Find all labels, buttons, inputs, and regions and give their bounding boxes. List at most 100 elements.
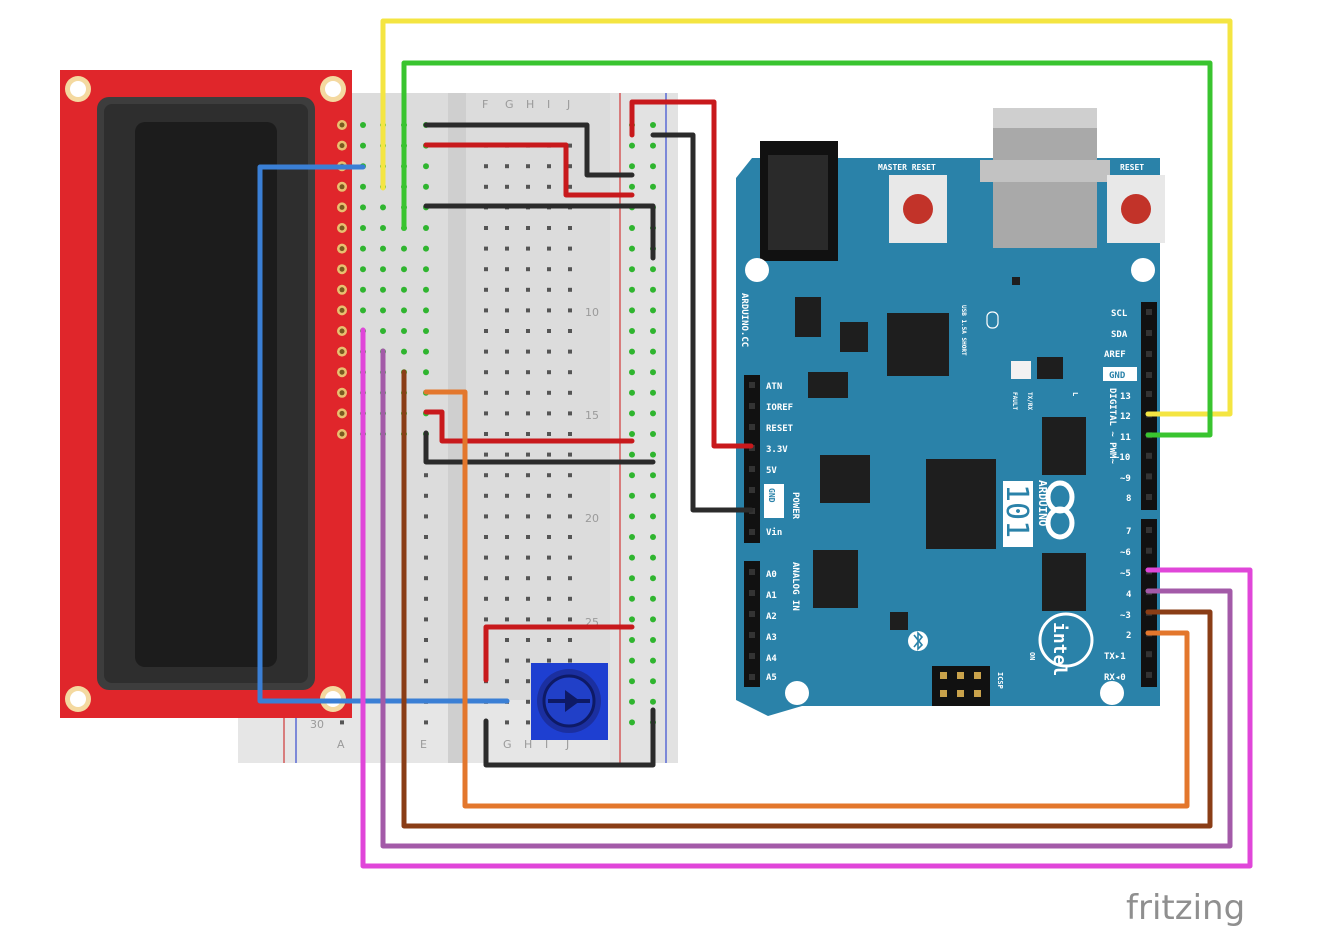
lcd-pin-hole bbox=[339, 328, 345, 334]
master-reset-button[interactable] bbox=[889, 175, 947, 243]
breadboard-hole bbox=[526, 452, 530, 457]
breadboard-hole bbox=[505, 164, 509, 169]
digital-pin-label: 11 bbox=[1120, 433, 1131, 443]
breadboard-hole-active bbox=[360, 142, 366, 149]
breadboard-hole-active bbox=[380, 204, 386, 211]
header-socket bbox=[1146, 309, 1152, 315]
breadboard-hole bbox=[526, 617, 530, 622]
breadboard-hole bbox=[424, 493, 428, 498]
breadboard-hole bbox=[505, 184, 509, 189]
wire-magenta bbox=[360, 327, 1253, 869]
breadboard-hole bbox=[547, 514, 551, 519]
breadboard-hole bbox=[505, 308, 509, 313]
bb-row-number: 20 bbox=[585, 512, 599, 525]
breadboard-hole bbox=[526, 638, 530, 642]
bb-col-letter: H bbox=[526, 98, 534, 111]
breadboard-hole-active bbox=[360, 245, 366, 252]
breadboard-hole bbox=[484, 411, 488, 416]
breadboard-hole bbox=[547, 287, 551, 292]
rail-hole bbox=[629, 637, 635, 643]
digital-pin-label: TX▸1 bbox=[1104, 652, 1126, 662]
breadboard-hole bbox=[547, 617, 551, 622]
breadboard-hole bbox=[526, 514, 530, 519]
rail-hole bbox=[629, 163, 635, 170]
rail-hole bbox=[650, 637, 656, 643]
chip bbox=[887, 313, 949, 376]
wire-red-33v bbox=[629, 99, 754, 449]
header-socket bbox=[749, 611, 755, 617]
header-socket bbox=[1146, 651, 1152, 658]
rail-hole bbox=[650, 657, 656, 664]
breadboard-hole bbox=[505, 555, 509, 560]
breadboard-hole bbox=[526, 287, 530, 292]
fault-label: FAULT bbox=[1011, 392, 1018, 410]
bb-col-letter: H bbox=[524, 738, 532, 751]
breadboard-hole bbox=[547, 473, 551, 478]
breadboard-hole bbox=[526, 720, 530, 725]
rail-hole bbox=[629, 575, 635, 582]
breadboard-hole bbox=[526, 576, 530, 581]
rail-hole bbox=[650, 307, 656, 314]
breadboard-hole bbox=[505, 576, 509, 581]
breadboard-hole bbox=[547, 226, 551, 230]
rail-hole bbox=[629, 431, 635, 437]
breadboard-hole bbox=[505, 638, 509, 642]
breadboard-hole bbox=[568, 390, 572, 395]
breadboard-hole bbox=[484, 452, 488, 457]
breadboard-hole bbox=[547, 432, 551, 436]
breadboard-hole bbox=[568, 514, 572, 519]
breadboard-hole bbox=[505, 390, 509, 395]
wire-black-4 bbox=[483, 707, 656, 768]
breadboard-hole bbox=[505, 267, 509, 272]
breadboard-hole bbox=[424, 720, 428, 725]
breadboard-hole bbox=[547, 184, 551, 189]
main-processor bbox=[926, 459, 996, 549]
breadboard-hole bbox=[505, 329, 509, 333]
rail-hole bbox=[650, 286, 656, 293]
bb-col-letter: A bbox=[337, 738, 345, 751]
bb-col-letter: F bbox=[482, 98, 488, 111]
rail-hole bbox=[650, 513, 656, 520]
breadboard-hole bbox=[424, 555, 428, 560]
wire-red-3 bbox=[483, 624, 635, 683]
breadboard-hole bbox=[505, 287, 509, 292]
breadboard-hole bbox=[547, 411, 551, 416]
breadboard-hole bbox=[526, 432, 530, 436]
header-socket bbox=[1146, 671, 1152, 678]
breadboard-hole bbox=[547, 370, 551, 375]
breadboard-hole bbox=[505, 658, 509, 663]
digital-pin-label: ~6 bbox=[1120, 548, 1131, 558]
breadboard-hole bbox=[547, 493, 551, 498]
breadboard-hole bbox=[568, 493, 572, 498]
digital-header-label: DIGITAL ~ PWM~ bbox=[1107, 388, 1117, 464]
breadboard-hole bbox=[526, 267, 530, 272]
breadboard-hole bbox=[484, 576, 488, 581]
bluetooth-icon bbox=[908, 631, 928, 651]
header-socket bbox=[749, 569, 755, 575]
intel-brand: intel bbox=[1049, 622, 1070, 676]
power-pin-label: GND bbox=[767, 488, 776, 503]
breadboard-hole-active bbox=[423, 163, 429, 170]
rail-hole bbox=[629, 472, 635, 479]
breadboard-hole bbox=[526, 226, 530, 230]
power-pin-label: 3.3V bbox=[766, 445, 788, 455]
breadboard-hole bbox=[526, 349, 530, 354]
breadboard-hole bbox=[547, 452, 551, 457]
header-socket bbox=[1146, 351, 1152, 357]
breadboard-hole bbox=[505, 493, 509, 498]
rail-hole bbox=[629, 719, 635, 726]
breadboard-hole bbox=[526, 390, 530, 395]
analog-pin-label: A0 bbox=[766, 570, 777, 580]
breadboard-hole-active bbox=[401, 348, 407, 355]
rail-hole bbox=[650, 698, 656, 705]
breadboard-hole-active bbox=[380, 328, 386, 334]
breadboard-hole bbox=[484, 349, 488, 354]
reset-button[interactable] bbox=[1107, 175, 1165, 243]
breadboard-hole bbox=[505, 514, 509, 519]
breadboard-hole bbox=[484, 226, 488, 230]
potentiometer bbox=[531, 663, 608, 740]
breadboard-hole bbox=[568, 164, 572, 169]
rail-hole bbox=[629, 492, 635, 499]
rail-hole bbox=[629, 451, 635, 458]
breadboard-hole bbox=[484, 596, 488, 601]
